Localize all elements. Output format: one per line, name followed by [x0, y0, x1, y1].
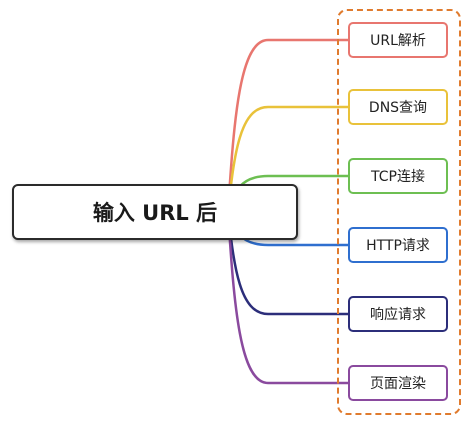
- branch-label: 页面渲染: [370, 376, 426, 392]
- branch-label: 响应请求: [370, 307, 426, 323]
- root-node-label: 输入 URL 后: [92, 201, 218, 225]
- branch-label: HTTP请求: [366, 238, 430, 254]
- branch-label: DNS查询: [368, 100, 428, 116]
- branch-label: URL解析: [370, 33, 426, 49]
- connector-line-6: [226, 210, 351, 385]
- branch-node-response[interactable]: 响应请求: [348, 296, 448, 332]
- branch-label: TCP连接: [371, 169, 425, 185]
- branch-node-url-parse[interactable]: URL解析: [348, 22, 448, 58]
- branch-node-page-render[interactable]: 页面渲染: [348, 365, 448, 401]
- branch-node-dns-query[interactable]: DNS查询: [348, 89, 448, 125]
- branch-group-frame: [337, 9, 461, 415]
- connector-line-1: [226, 38, 351, 214]
- root-node[interactable]: 输入 URL 后: [12, 184, 298, 240]
- branch-node-tcp-connect[interactable]: TCP连接: [348, 158, 448, 194]
- branch-node-http-request[interactable]: HTTP请求: [348, 227, 448, 263]
